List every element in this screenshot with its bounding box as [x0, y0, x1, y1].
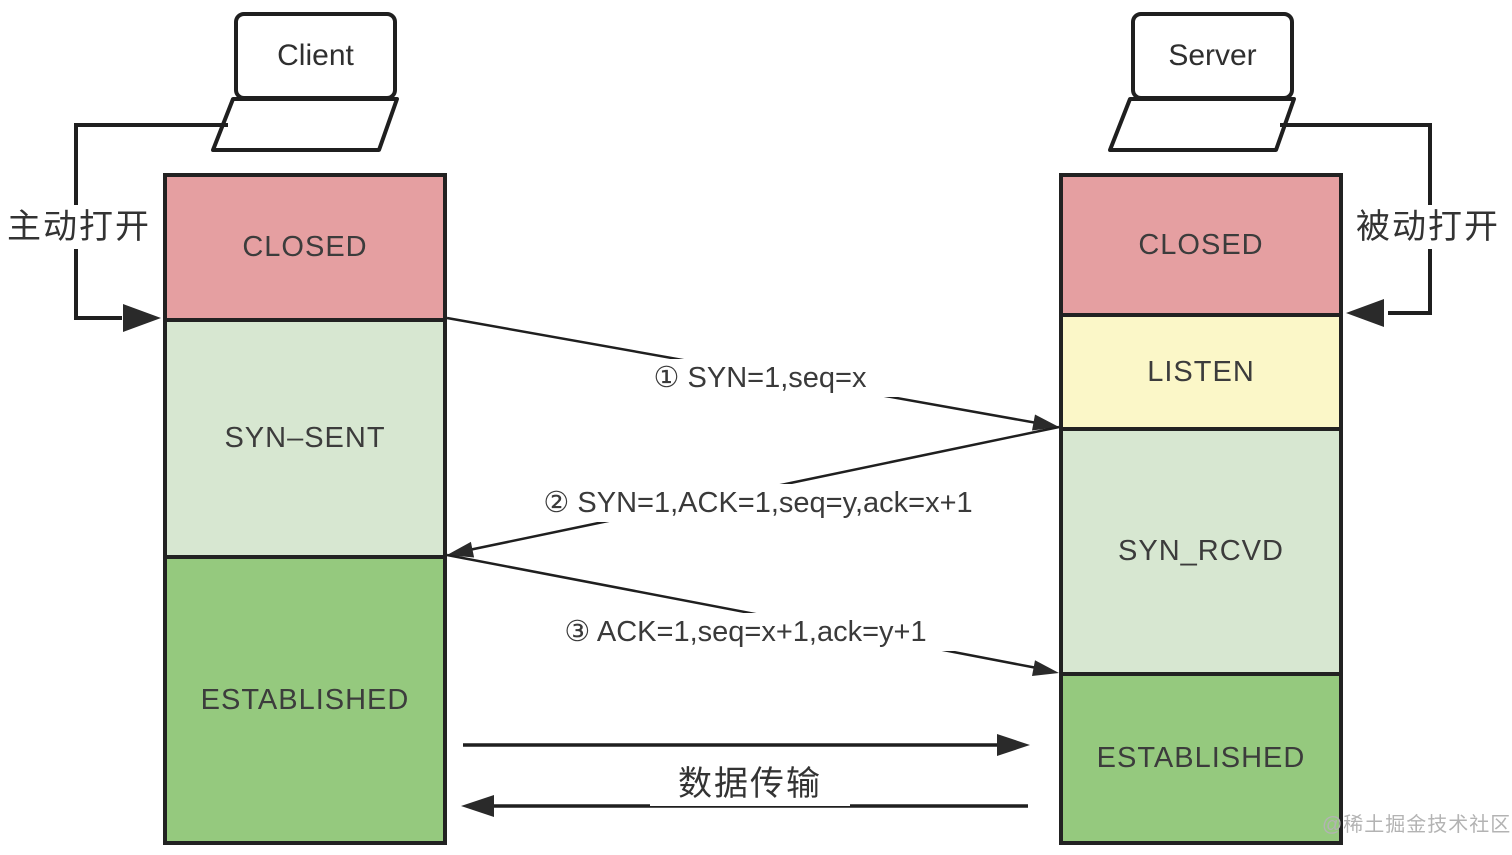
state-label: CLOSED [242, 231, 368, 263]
data-transfer-right-arrowhead-icon [997, 734, 1030, 756]
server-state-syn-rcvd: SYN_RCVD [1059, 427, 1343, 676]
passive-open-label: 被动打开 [1353, 205, 1503, 249]
server-state-established: ESTABLISHED [1059, 672, 1343, 845]
active-open-label: 主动打开 [6, 205, 152, 249]
data-transfer-left-arrowhead-icon [461, 795, 494, 817]
server-laptop-icon: Server [1131, 12, 1294, 100]
client-state-established: ESTABLISHED [163, 555, 447, 845]
data-transfer-label: 数据传输 [650, 762, 850, 806]
state-label: ESTABLISHED [200, 683, 410, 716]
client-state-syn-sent: SYN–SENT [163, 318, 447, 559]
message-2-syn-ack-label: ② SYN=1,ACK=1,seq=y,ack=x+1 [498, 484, 1018, 522]
client-laptop-icon: Client [234, 12, 397, 100]
state-label: SYN–SENT [224, 422, 386, 454]
syn-arrowhead-icon [1032, 414, 1059, 431]
message-1-syn-label: ① SYN=1,seq=x [618, 359, 902, 397]
client-laptop-base-icon [211, 97, 399, 152]
watermark-text: @稀土掘金技术社区 [1322, 814, 1512, 836]
server-laptop-base-icon [1108, 97, 1296, 152]
state-label: ESTABLISHED [1096, 742, 1306, 774]
server-state-closed: CLOSED [1059, 173, 1343, 317]
server-label: Server [1168, 39, 1257, 72]
client-label: Client [277, 39, 354, 72]
state-label: SYN_RCVD [1118, 535, 1284, 567]
server-state-listen: LISTEN [1059, 313, 1343, 431]
state-label: CLOSED [1138, 228, 1264, 261]
message-3-ack-label: ③ ACK=1,seq=x+1,ack=y+1 [518, 613, 973, 651]
ack-arrowhead-icon [1032, 660, 1059, 676]
state-label: LISTEN [1147, 355, 1255, 388]
passive-open-arrowhead-icon [1346, 299, 1384, 327]
active-open-arrowhead-icon [123, 304, 161, 332]
ack-arrow-line [446, 553, 1038, 670]
syn-ack-arrowhead-icon [447, 541, 475, 558]
